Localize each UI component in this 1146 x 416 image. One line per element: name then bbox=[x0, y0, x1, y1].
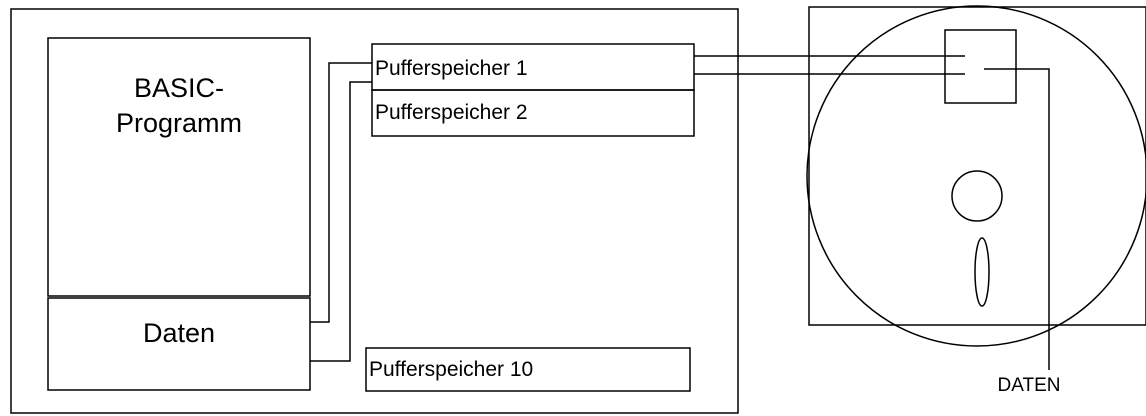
connector-data-to-buffer-2 bbox=[310, 81, 372, 362]
connector-data-to-buffer-1 bbox=[310, 62, 372, 323]
disk-frame bbox=[808, 6, 1146, 326]
buffer-2-box bbox=[371, 89, 695, 137]
disk-data-label: DATEN bbox=[998, 375, 1061, 396]
read-write-window bbox=[944, 29, 1017, 104]
disk-index-slot bbox=[974, 237, 990, 307]
data-box bbox=[47, 297, 311, 391]
buffer-10-box bbox=[365, 347, 691, 392]
disk-platter bbox=[806, 5, 1146, 347]
basic-program-box bbox=[47, 37, 311, 297]
computer-memory-frame bbox=[10, 8, 739, 414]
basic-program-label-line1: BASIC- bbox=[134, 73, 224, 103]
buffer-1-label: Pufferspeicher 1 bbox=[375, 57, 528, 80]
data-label: Daten bbox=[143, 318, 215, 348]
buffer-10-label: Pufferspeicher 10 bbox=[369, 358, 533, 381]
disk-hub bbox=[951, 170, 1003, 222]
buffer-2-label: Pufferspeicher 2 bbox=[375, 101, 528, 124]
disk-data-pointer bbox=[984, 68, 1050, 370]
basic-program-label-line2: Programm bbox=[116, 108, 242, 138]
